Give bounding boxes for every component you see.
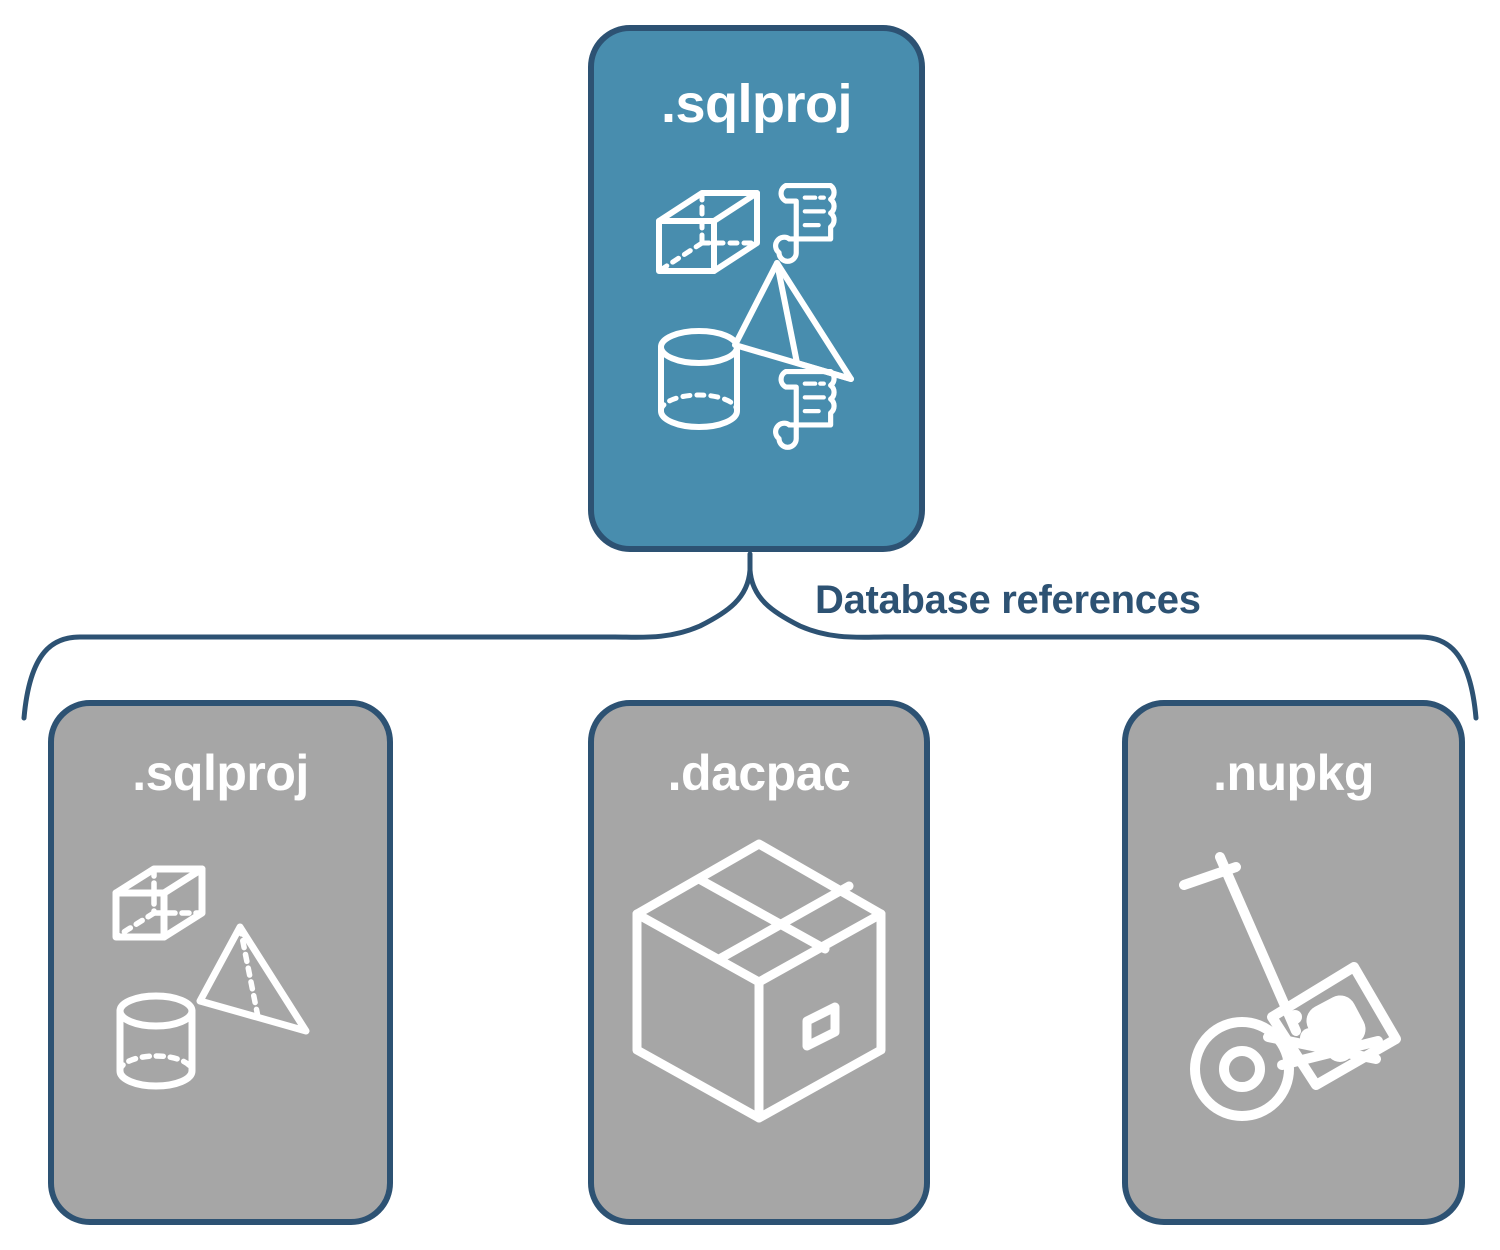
child-node-nupkg[interactable]: .nupkg [1122,700,1465,1225]
cube-icon [112,865,205,941]
pyramid-icon [731,260,854,382]
root-node-icon-group [655,183,854,450]
root-node-sqlproj[interactable]: .sqlproj [588,25,925,552]
cube-icon [655,190,760,274]
child-node-dacpac[interactable]: .dacpac [588,700,930,1225]
dacpac-icon-group [632,839,886,1123]
package-box-icon [632,839,886,1123]
cylinder-icon [116,992,195,1090]
nuget-package-dots [1287,995,1366,1062]
scroll-icon [772,183,837,264]
child-node-nupkg-label: .nupkg [1213,745,1374,801]
nuget-package-icon [1266,962,1401,1090]
child-node-sqlproj[interactable]: .sqlproj [48,700,393,1225]
root-node-label: .sqlproj [660,74,853,134]
cylinder-icon [657,328,740,430]
scroll-icon [772,369,837,450]
child-node-sqlproj-label: .sqlproj [132,745,309,801]
hand-truck-icon [1178,852,1383,1121]
pyramid-icon [196,923,309,1035]
connector-label: Database references [815,578,1201,622]
child-node-dacpac-label: .dacpac [667,745,851,801]
sqlproj-icon-group [112,865,309,1090]
nupkg-icon-group [1178,852,1401,1121]
